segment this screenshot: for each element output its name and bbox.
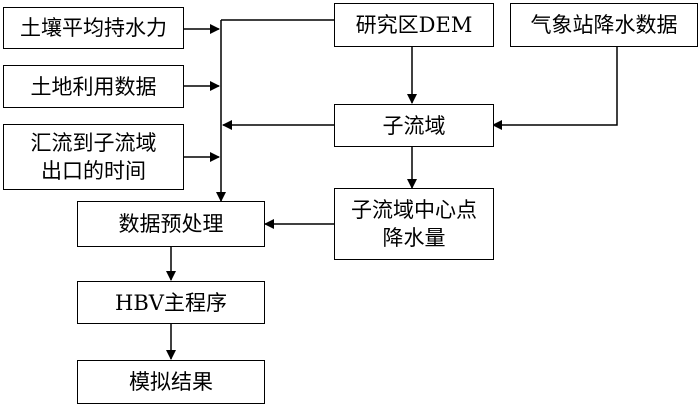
station-precip-label: 气象站降水数据 [530, 13, 678, 37]
subbasin-label: 子流域 [382, 113, 446, 138]
land-use-data-label: 土地利用数据 [30, 74, 157, 99]
station-precip-box: 气象站降水数据 [510, 3, 698, 47]
study-area-dem-box: 研究区DEM [334, 3, 494, 47]
hbv-main-box: HBV主程序 [77, 281, 265, 324]
flow-time-label-line2: 出口的时间 [41, 159, 146, 183]
centroid-precip-box: 子流域中心点 降水量 [334, 188, 494, 260]
edge-station-to-subbasin [492, 46, 618, 130]
preprocess-box: 数据预处理 [77, 201, 265, 247]
soil-water-capacity-label: 土壤平均持水力 [20, 16, 167, 40]
flow-time-label-line1: 汇流到子流域 [30, 131, 157, 155]
land-use-data-box: 土地利用数据 [3, 65, 184, 108]
soil-water-capacity-box: 土壤平均持水力 [3, 7, 184, 49]
centroid-precip-label-line2: 降水量 [382, 226, 446, 250]
subbasin-box: 子流域 [334, 104, 494, 147]
study-area-dem-label: 研究区DEM [355, 13, 473, 37]
preprocess-label: 数据预处理 [118, 212, 224, 236]
centroid-precip-label-line1: 子流域中心点 [351, 198, 477, 222]
flow-time-box: 汇流到子流域 出口的时间 [3, 124, 184, 190]
simulation-result-label: 模拟结果 [129, 370, 213, 394]
simulation-result-box: 模拟结果 [77, 360, 265, 404]
hbv-main-label: HBV主程序 [115, 290, 227, 315]
